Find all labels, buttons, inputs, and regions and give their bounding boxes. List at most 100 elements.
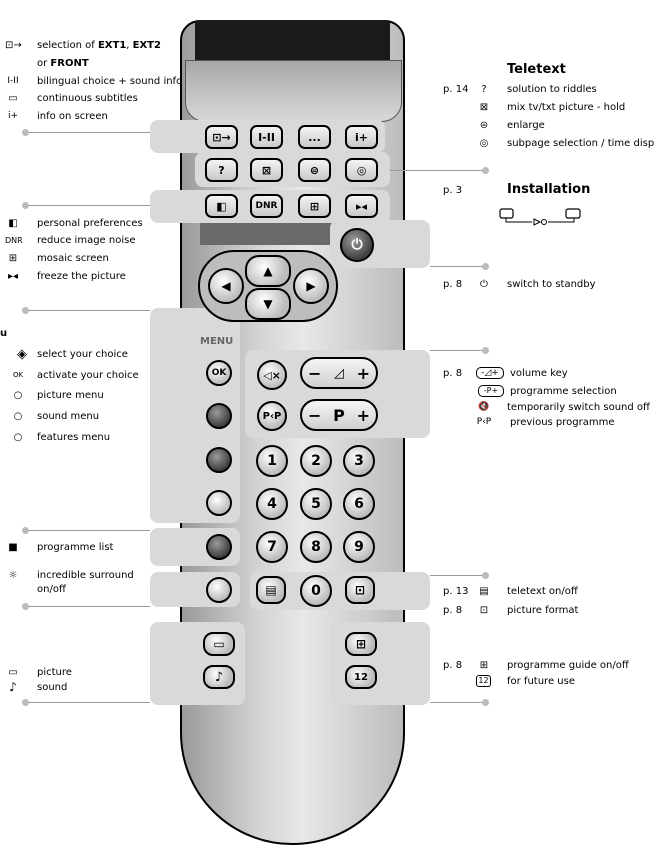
remote-top-window (195, 20, 390, 60)
surround-label: incredible surround (37, 570, 134, 581)
features-menu-icon: ○ (13, 432, 23, 443)
sound-menu-button[interactable] (206, 447, 232, 473)
teletext-onoff-page: p. 13 (443, 586, 469, 597)
riddles-button[interactable]: ? (205, 158, 238, 182)
surround-button[interactable] (206, 577, 232, 603)
mosaic-label: mosaic screen (37, 253, 109, 264)
ok-button[interactable]: OK (206, 360, 232, 386)
teletext-heading: Teletext (507, 62, 566, 77)
personal-button[interactable]: ◧ (205, 194, 238, 218)
mosaic-icon: ⊞ (8, 253, 18, 264)
teletext-onoff-icon: ▤ (479, 586, 489, 597)
picture-format-button[interactable]: ⊡ (345, 576, 375, 604)
surround-label-2: on/off (37, 584, 66, 595)
programme-list-label: programme list (37, 542, 114, 553)
digit-5-button[interactable]: 5 (300, 488, 332, 520)
sound-menu-icon: ○ (13, 411, 23, 422)
picture-menu-label: picture menu (37, 390, 104, 401)
subpage-icon: ◎ (479, 138, 489, 149)
ext-label: selection of EXT1, EXT2 (37, 40, 161, 51)
enlarge-label: enlarge (507, 120, 545, 131)
standby-label: switch to standby (507, 279, 596, 290)
future-use-button[interactable]: 12 (345, 665, 377, 689)
panel-guide (330, 622, 430, 705)
subtitles-icon: ▭ (8, 93, 18, 104)
digit-7-button[interactable]: 7 (256, 531, 288, 563)
mute-icon: 🔇 (478, 402, 490, 412)
mute-button[interactable]: ◁× (257, 360, 287, 390)
sound-icon: ♪ (9, 680, 17, 694)
features-menu-label: features menu (37, 432, 111, 443)
power-button[interactable]: ⏻ (340, 228, 374, 262)
volume-plus[interactable]: + (356, 363, 370, 383)
bilingual-icon: I-II (7, 76, 19, 86)
programme-guide-icon: ⊞ (479, 660, 489, 671)
programme-selection-label: programme selection (510, 386, 617, 397)
previous-programme-icon: P‹P (476, 417, 492, 427)
subtitles-button[interactable]: ... (298, 125, 331, 149)
dnr-button[interactable]: DNR (250, 194, 283, 218)
digit-2-button[interactable]: 2 (300, 445, 332, 477)
programme-guide-button[interactable]: ⊞ (345, 632, 377, 656)
freeze-button[interactable]: ▸◂ (345, 194, 378, 218)
mix-icon: ⊠ (479, 102, 489, 113)
digit-4-button[interactable]: 4 (256, 488, 288, 520)
select-icon: ◈ (17, 347, 27, 362)
info-icon: i+ (7, 111, 19, 121)
personal-label: personal preferences (37, 218, 143, 229)
features-menu-button[interactable] (206, 490, 232, 516)
mute-label: temporarily switch sound off (507, 402, 650, 413)
volume-slope-icon: ◿ (334, 365, 344, 381)
personal-icon: ◧ (8, 218, 18, 229)
picture-format-label: picture format (507, 605, 579, 616)
subpage-button[interactable]: ◎ (345, 158, 378, 182)
bilingual-button[interactable]: I-II (250, 125, 283, 149)
picture-button[interactable]: ▭ (203, 632, 235, 656)
programme-key[interactable]: − P + (300, 399, 378, 431)
volume-minus[interactable]: − (308, 363, 322, 383)
remote-top-bezel (185, 60, 402, 122)
freeze-label: freeze the picture (37, 271, 126, 282)
mosaic-button[interactable]: ⊞ (298, 194, 331, 218)
teletext-page: p. 14 (443, 84, 469, 95)
nav-up-button[interactable]: ▲ (245, 255, 291, 287)
sound-menu-label: sound menu (37, 411, 100, 422)
programme-list-icon: ■ (8, 542, 18, 553)
sound-button[interactable]: ♪ (203, 665, 235, 689)
digit-3-button[interactable]: 3 (343, 445, 375, 477)
ext-icon: ⊡→ (5, 40, 22, 51)
programme-minus[interactable]: − (308, 405, 322, 425)
programme-plus[interactable]: + (356, 405, 370, 425)
nav-left-button[interactable]: ◀ (208, 268, 244, 304)
digit-6-button[interactable]: 6 (343, 488, 375, 520)
nav-right-button[interactable]: ▶ (293, 268, 329, 304)
info-label: info on screen (37, 111, 108, 122)
previous-programme-label: previous programme (510, 417, 615, 428)
programme-list-button[interactable] (206, 534, 232, 560)
picture-icon: ▭ (8, 667, 18, 678)
digit-1-button[interactable]: 1 (256, 445, 288, 477)
info-button[interactable]: i+ (345, 125, 378, 149)
riddles-label: solution to riddles (507, 84, 597, 95)
digit-8-button[interactable]: 8 (300, 531, 332, 563)
subtitles-label: continuous subtitles (37, 93, 138, 104)
activate-label: activate your choice (37, 370, 139, 381)
volume-label: volume key (510, 368, 568, 379)
picture-menu-button[interactable] (206, 403, 232, 429)
enlarge-button[interactable]: ⊜ (298, 158, 331, 182)
dnr-label: reduce image noise (37, 235, 136, 246)
digit-0-button[interactable]: 0 (300, 575, 332, 607)
mix-button[interactable]: ⊠ (250, 158, 283, 182)
previous-programme-button[interactable]: P‹P (257, 401, 287, 431)
volume-key[interactable]: − ◿ + (300, 357, 378, 389)
ext-button[interactable]: ⊡→ (205, 125, 238, 149)
volume-icon: -◿+ (476, 367, 504, 379)
enlarge-icon: ⊜ (479, 120, 489, 131)
picture-label: picture (37, 667, 72, 678)
digit-9-button[interactable]: 9 (343, 531, 375, 563)
menu-heading: u (0, 328, 8, 339)
select-label: select your choice (37, 349, 128, 360)
surround-icon: ☼ (8, 570, 18, 581)
nav-down-button[interactable]: ▼ (245, 288, 291, 320)
teletext-button[interactable]: ▤ (256, 576, 286, 604)
